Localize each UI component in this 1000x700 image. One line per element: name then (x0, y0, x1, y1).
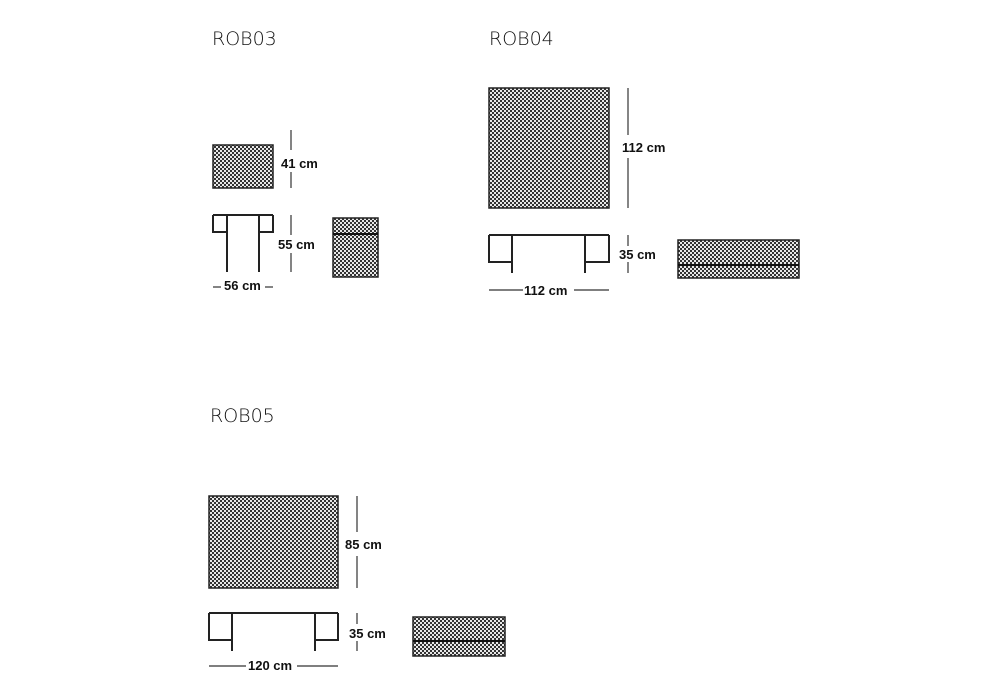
front-view (212, 214, 274, 272)
height-label: 55 cm (278, 237, 315, 252)
model-title: ROB05 (210, 405, 275, 427)
model-title: ROB04 (489, 28, 554, 50)
side-view (412, 616, 506, 657)
height-label: 35 cm (619, 247, 656, 262)
side-view (677, 239, 800, 279)
height-label: 35 cm (349, 626, 386, 641)
depth-label: 85 cm (345, 537, 382, 552)
depth-label: 41 cm (281, 156, 318, 171)
top-view (488, 87, 610, 209)
width-label: 56 cm (224, 278, 261, 293)
front-view (488, 234, 610, 273)
model-title: ROB03 (212, 28, 277, 50)
model-rob03: ROB03 41 cm 55 cm 56 cm (212, 28, 379, 293)
front-view (208, 612, 339, 651)
top-view (212, 144, 274, 189)
side-view (332, 217, 379, 278)
depth-label: 112 cm (622, 140, 665, 155)
model-rob04: ROB04 112 cm 35 cm 112 cm (488, 28, 800, 298)
model-rob05: ROB05 85 cm 35 cm 120 cm (208, 405, 506, 673)
top-view (208, 495, 339, 589)
width-label: 112 cm (524, 283, 567, 298)
width-label: 120 cm (248, 658, 292, 673)
